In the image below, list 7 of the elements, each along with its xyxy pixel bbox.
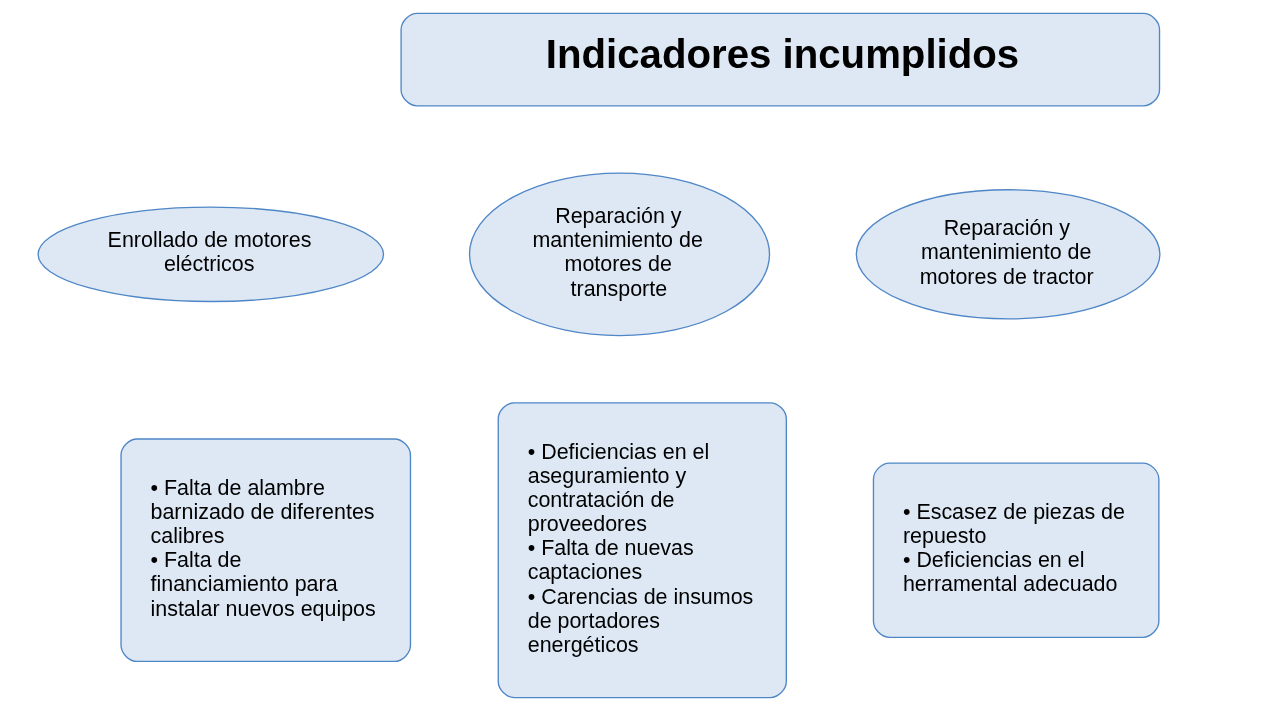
- node-ellipse: Enrollado de motores eléctricos: [36, 206, 384, 303]
- node-box: • Escasez de piezas de repuesto • Deficiencias en el herramental adecuado: [872, 462, 1160, 638]
- node-box: • Falta de alambre barnizado de diferentes calibres • Falta de financiamiento para instalar nuevos equipos: [119, 438, 411, 663]
- node-ellipse: Reparación y mantenimiento de motores de transporte: [468, 172, 770, 337]
- node-box: • Deficiencias en el aseguramiento y contratación de proveedores • Falta de nuevas captaciones • Carencias de insumos de portadores energéticos: [497, 402, 787, 699]
- node-ellipse: Reparación y mantenimiento de motores de tractor: [855, 189, 1161, 320]
- node-box: Indicadores incumplidos: [399, 12, 1160, 107]
